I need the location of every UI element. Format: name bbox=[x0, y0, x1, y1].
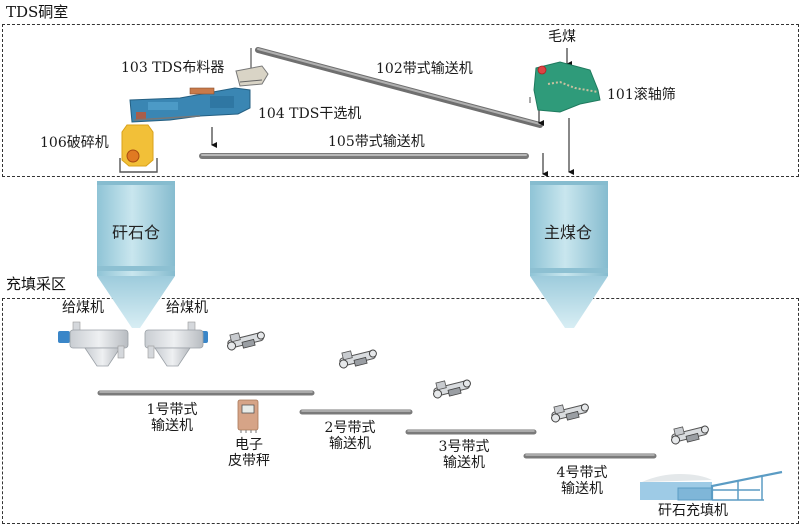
feeder-2 bbox=[144, 321, 208, 367]
label-conveyor-2-line1: 2号带式 bbox=[324, 420, 376, 436]
region-title-tds-chamber: TDS硐室 bbox=[6, 3, 69, 21]
label-belt-scale-line1: 电子 bbox=[235, 437, 263, 453]
drive-motor-4 bbox=[548, 398, 591, 425]
belt-scale bbox=[237, 399, 259, 433]
region-filling-area bbox=[2, 298, 799, 524]
drive-motor-3 bbox=[430, 374, 473, 401]
separator-104 bbox=[129, 87, 251, 123]
label-belt-scale: 电子 皮带秤 bbox=[222, 437, 276, 469]
label-roller-screen-101: 101滚轴筛 bbox=[607, 87, 676, 103]
label-conveyor-102: 102带式输送机 bbox=[376, 61, 473, 77]
conveyor-105 bbox=[199, 153, 529, 159]
label-conveyor-1-line2: 输送机 bbox=[151, 418, 193, 435]
gangue-filler bbox=[640, 470, 783, 501]
label-conveyor-4: 4号带式 输送机 bbox=[550, 465, 614, 497]
conveyor-1 bbox=[97, 390, 315, 396]
label-conveyor-1: 1号带式 输送机 bbox=[140, 402, 204, 434]
label-conveyor-1-line1: 1号带式 bbox=[146, 402, 198, 418]
region-tds-chamber bbox=[2, 24, 799, 177]
label-conveyor-4-line2: 输送机 bbox=[561, 481, 603, 498]
drive-motor-1 bbox=[224, 326, 267, 353]
feeder-1 bbox=[58, 321, 129, 367]
label-conveyor-2: 2号带式 输送机 bbox=[318, 420, 382, 452]
distributor-103 bbox=[235, 65, 269, 87]
label-main-coal-bin: 主煤仓 bbox=[544, 223, 593, 242]
roller-screen-101 bbox=[533, 61, 601, 113]
label-gangue-bin: 矸石仓 bbox=[112, 223, 161, 242]
label-feeder-1: 给煤机 bbox=[62, 300, 104, 316]
label-conveyor-105: 105带式输送机 bbox=[328, 134, 425, 150]
label-feeder-2: 给煤机 bbox=[166, 300, 208, 316]
label-conveyor-3-line1: 3号带式 bbox=[438, 439, 490, 455]
label-crusher-106: 106破碎机 bbox=[40, 135, 109, 151]
crusher-106 bbox=[119, 124, 158, 173]
gangue-bin bbox=[97, 181, 175, 328]
label-raw-coal: 毛煤 bbox=[548, 29, 576, 45]
label-conveyor-4-line1: 4号带式 bbox=[556, 465, 608, 481]
label-separator-104: 104 TDS干选机 bbox=[258, 106, 362, 122]
conveyor-2 bbox=[299, 409, 413, 415]
label-conveyor-2-line2: 输送机 bbox=[329, 436, 371, 453]
conveyor-3 bbox=[405, 429, 537, 435]
drive-motor-5 bbox=[668, 420, 711, 447]
label-conveyor-3: 3号带式 输送机 bbox=[432, 439, 496, 471]
conveyor-102 bbox=[255, 47, 543, 128]
label-conveyor-3-line2: 输送机 bbox=[443, 455, 485, 472]
conveyor-4 bbox=[523, 453, 657, 459]
label-gangue-filler: 矸石充填机 bbox=[658, 503, 728, 519]
label-belt-scale-line2: 皮带秤 bbox=[228, 453, 270, 470]
main-coal-bin bbox=[530, 181, 608, 328]
drive-motor-2 bbox=[336, 344, 379, 371]
label-distributor-103: 103 TDS布料器 bbox=[121, 60, 225, 76]
region-title-filling-area: 充填采区 bbox=[6, 275, 67, 293]
